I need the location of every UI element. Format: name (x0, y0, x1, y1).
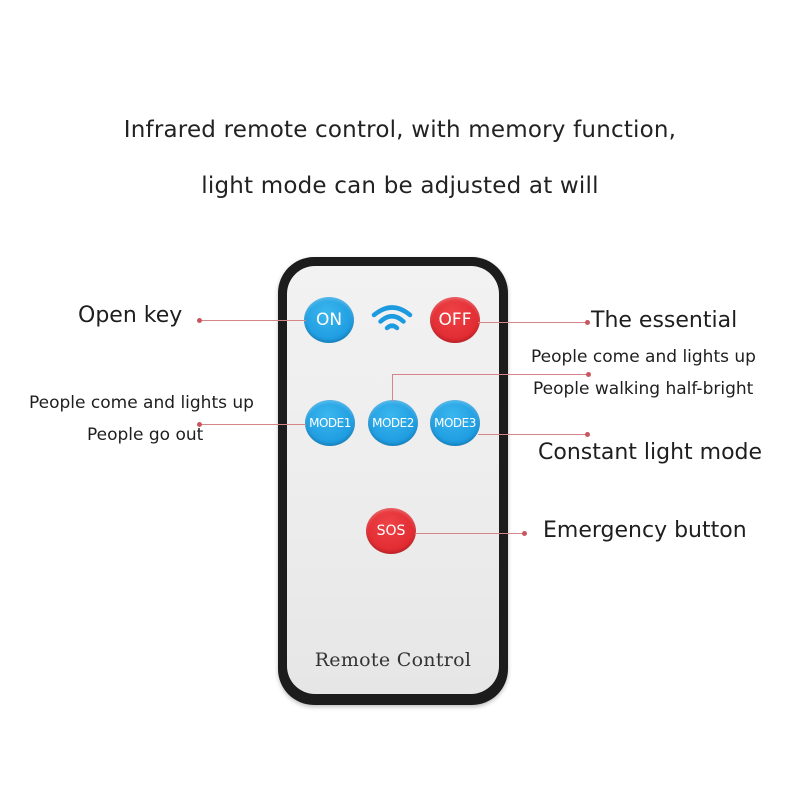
label-mode2-line1: People come and lights up (531, 347, 756, 367)
heading-line-1: Infrared remote control, with memory fun… (123, 117, 677, 143)
callout-dot-mode2 (586, 372, 591, 377)
callout-line-mode1 (200, 424, 306, 425)
callout-line-mode2 (392, 374, 589, 375)
callout-line-open-key (200, 320, 306, 321)
mode1-button[interactable]: MODE1 (305, 400, 355, 446)
mode3-button[interactable]: MODE3 (430, 400, 480, 446)
mode2-button[interactable]: MODE2 (368, 400, 418, 446)
label-open-key: Open key (78, 303, 183, 328)
callout-dot-open-key (197, 318, 202, 323)
callout-dot-emergency (522, 531, 527, 536)
callout-line-emergency (415, 533, 525, 534)
label-constant-light: Constant light mode (538, 440, 763, 465)
label-mode2-line2: People walking half-bright (533, 379, 754, 399)
callout-dot-constant-light (585, 432, 590, 437)
callout-line-constant-light (478, 434, 588, 435)
on-button[interactable]: ON (304, 297, 354, 343)
remote-brand-label: Remote Control (314, 649, 472, 671)
label-mode1-line2: People go out (87, 425, 204, 445)
callout-dot-the-essential (585, 320, 590, 325)
callout-line-the-essential (478, 322, 588, 323)
label-the-essential: The essential (591, 308, 738, 333)
label-mode1-line1: People come and lights up (29, 393, 254, 413)
wifi-signal-icon (371, 305, 413, 331)
label-emergency: Emergency button (543, 518, 747, 543)
off-button[interactable]: OFF (430, 297, 480, 343)
sos-button[interactable]: SOS (366, 508, 416, 554)
callout-dot-mode1 (197, 422, 202, 427)
callout-line-mode2-vertical (392, 374, 393, 402)
heading-line-2: light mode can be adjusted at will (201, 173, 599, 199)
